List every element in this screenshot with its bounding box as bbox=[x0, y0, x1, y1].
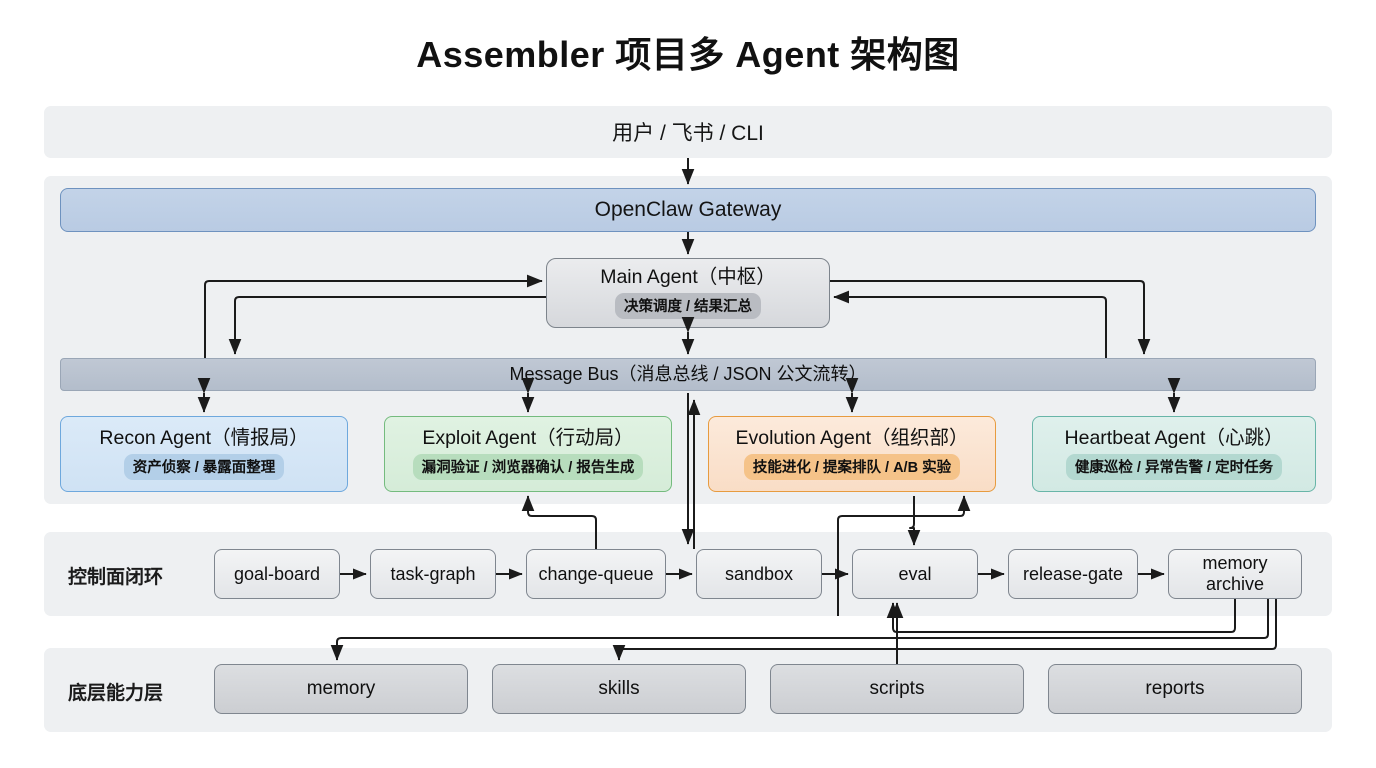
release-gate-label: release-gate bbox=[1022, 563, 1124, 584]
node-goal-board[interactable]: goal-board bbox=[214, 549, 340, 599]
node-change-queue[interactable]: change-queue bbox=[526, 549, 666, 599]
memory-archive-label-line2: archive bbox=[1205, 574, 1265, 594]
main-agent-label: Main Agent（中枢） bbox=[600, 266, 776, 289]
base-layer-label: 底层能力层 bbox=[68, 683, 164, 704]
evolution-agent-label: Evolution Agent（组织部） bbox=[735, 427, 969, 450]
node-main-agent[interactable]: Main Agent（中枢） 决策调度 / 结果汇总 bbox=[546, 258, 830, 328]
memory-archive-label-line1: memory bbox=[1202, 552, 1268, 573]
node-sandbox[interactable]: sandbox bbox=[696, 549, 822, 599]
band-user-layer bbox=[44, 106, 1332, 158]
exploit-agent-pill: 漏洞验证 / 浏览器确认 / 报告生成 bbox=[412, 453, 644, 480]
node-eval[interactable]: eval bbox=[852, 549, 978, 599]
memory-label: memory bbox=[306, 678, 376, 700]
node-reports[interactable]: reports bbox=[1048, 664, 1302, 714]
node-openclaw-gateway[interactable]: OpenClaw Gateway bbox=[60, 188, 1316, 232]
heartbeat-agent-pill: 健康巡检 / 异常告警 / 定时任务 bbox=[1065, 453, 1283, 480]
eval-label: eval bbox=[898, 563, 932, 584]
gateway-label: OpenClaw Gateway bbox=[594, 198, 782, 222]
recon-agent-pill: 资产侦察 / 暴露面整理 bbox=[123, 453, 285, 480]
node-exploit-agent[interactable]: Exploit Agent（行动局） 漏洞验证 / 浏览器确认 / 报告生成 bbox=[384, 416, 672, 492]
control-plane-label: 控制面闭环 bbox=[68, 567, 164, 588]
recon-agent-label: Recon Agent（情报局） bbox=[99, 427, 309, 450]
node-recon-agent[interactable]: Recon Agent（情报局） 资产侦察 / 暴露面整理 bbox=[60, 416, 348, 492]
node-memory[interactable]: memory bbox=[214, 664, 468, 714]
skills-label: skills bbox=[598, 678, 640, 700]
user-entry-label: 用户 / 飞书 / CLI bbox=[612, 122, 764, 145]
page-title: Assembler 项目多 Agent 架构图 bbox=[416, 34, 960, 75]
reports-label: reports bbox=[1145, 678, 1205, 700]
exploit-agent-label: Exploit Agent（行动局） bbox=[422, 427, 634, 450]
goal-board-label: goal-board bbox=[233, 563, 321, 584]
node-task-graph[interactable]: task-graph bbox=[370, 549, 496, 599]
main-agent-pill: 决策调度 / 结果汇总 bbox=[614, 292, 762, 319]
message-bus-label: Message Bus（消息总线 / JSON 公文流转） bbox=[509, 364, 867, 385]
node-heartbeat-agent[interactable]: Heartbeat Agent（心跳） 健康巡检 / 异常告警 / 定时任务 bbox=[1032, 416, 1316, 492]
sandbox-label: sandbox bbox=[724, 563, 794, 584]
node-memory-archive[interactable]: memory archive bbox=[1168, 549, 1302, 599]
node-evolution-agent[interactable]: Evolution Agent（组织部） 技能进化 / 提案排队 / A/B 实… bbox=[708, 416, 996, 492]
task-graph-label: task-graph bbox=[390, 563, 476, 584]
node-message-bus[interactable]: Message Bus（消息总线 / JSON 公文流转） bbox=[60, 358, 1316, 391]
heartbeat-agent-label: Heartbeat Agent（心跳） bbox=[1064, 427, 1284, 450]
node-scripts[interactable]: scripts bbox=[770, 664, 1024, 714]
node-skills[interactable]: skills bbox=[492, 664, 746, 714]
evolution-agent-pill: 技能进化 / 提案排队 / A/B 实验 bbox=[743, 453, 961, 480]
node-release-gate[interactable]: release-gate bbox=[1008, 549, 1138, 599]
scripts-label: scripts bbox=[869, 678, 925, 700]
change-queue-label: change-queue bbox=[538, 563, 654, 584]
